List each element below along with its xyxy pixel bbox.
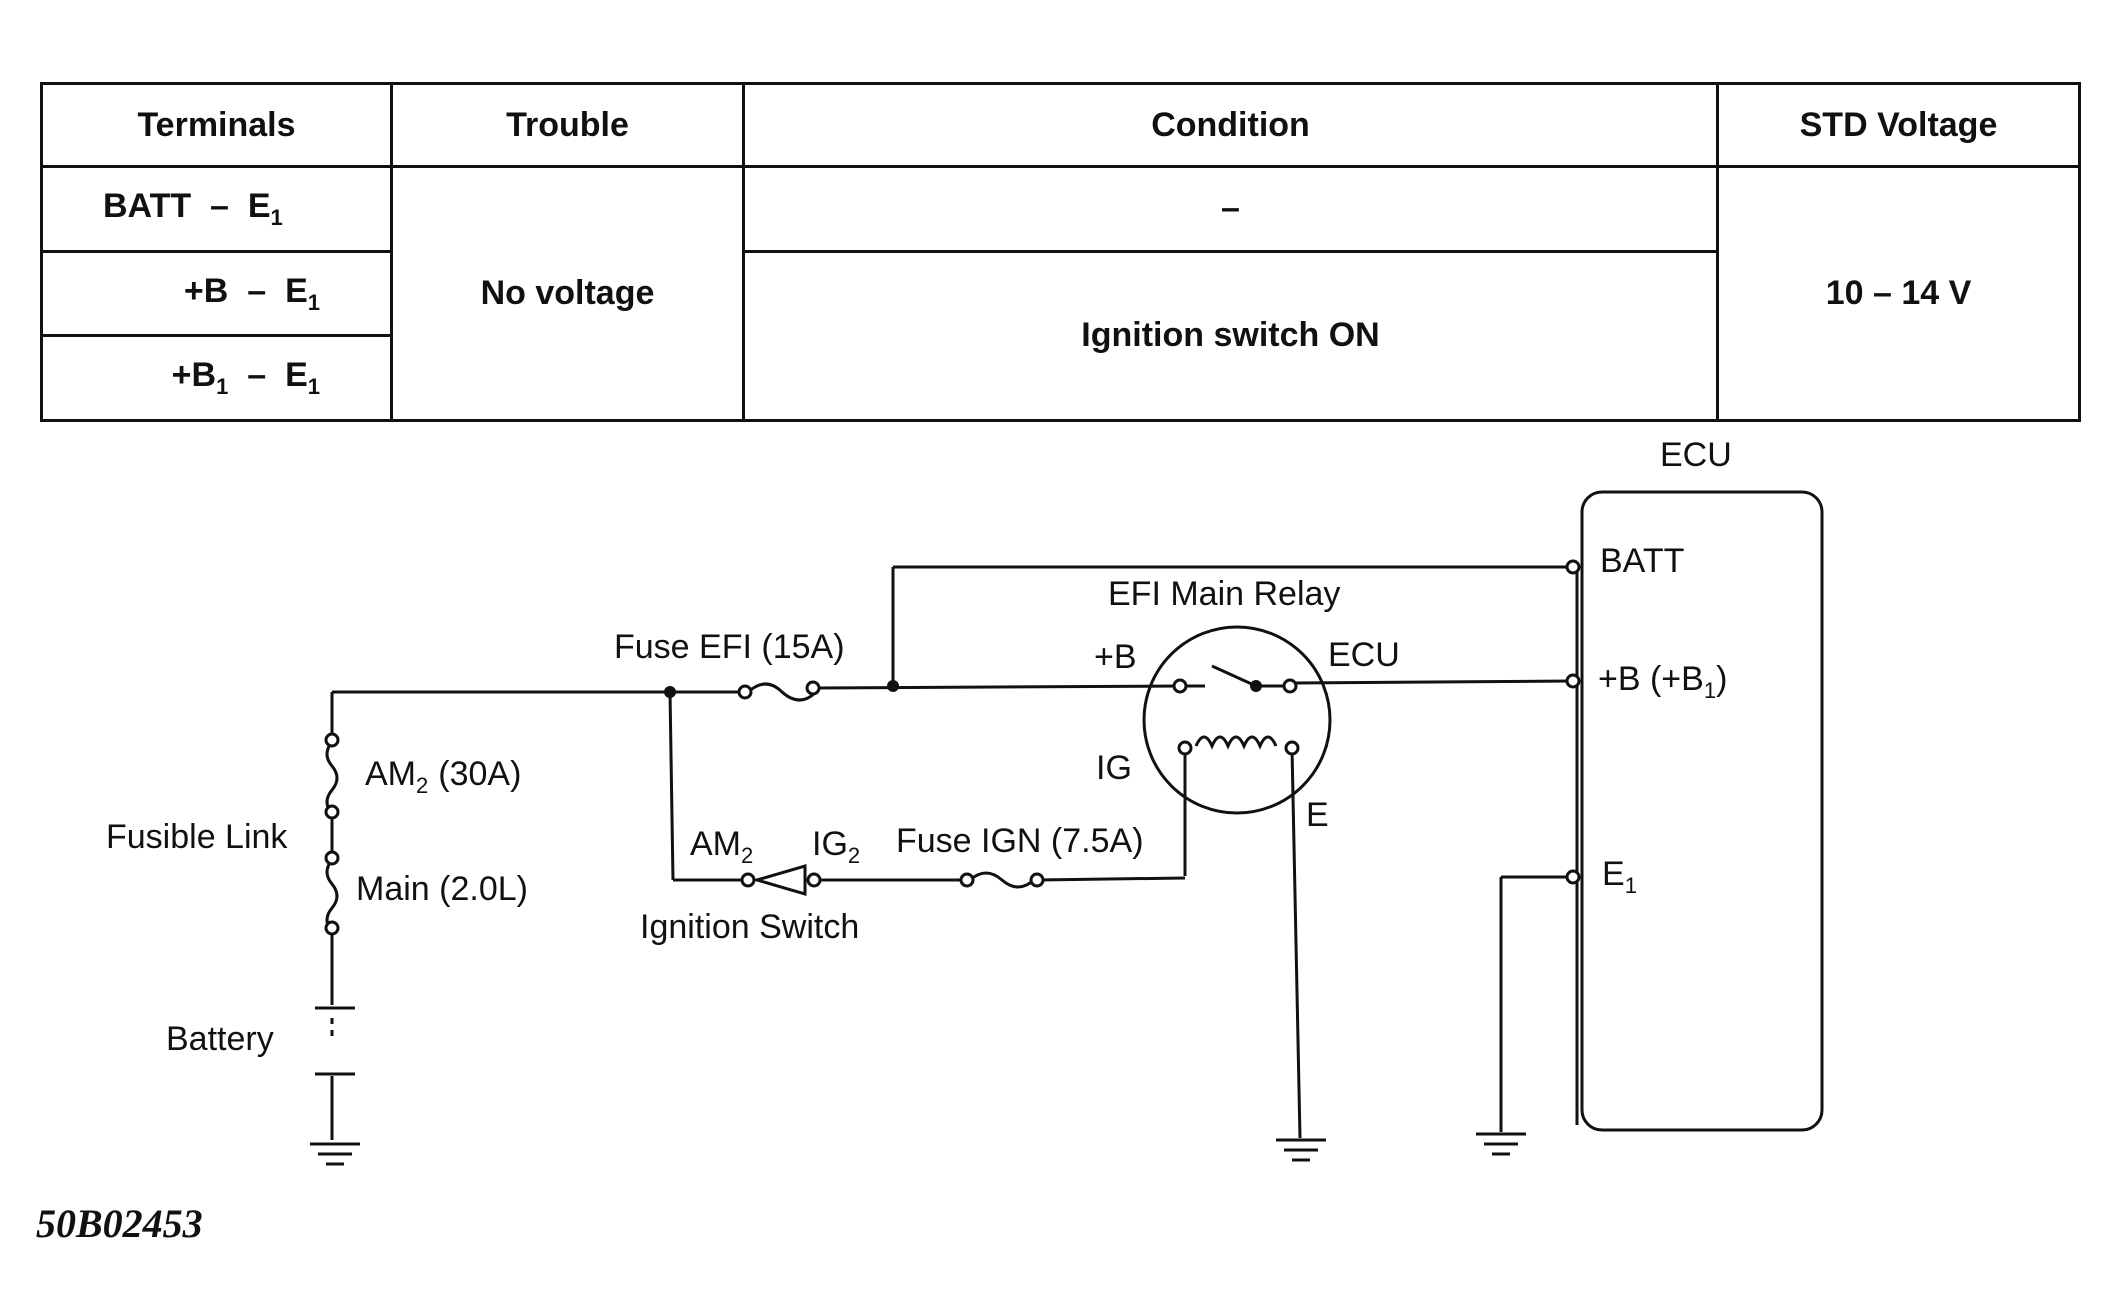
- relay-ig-label: IG: [1096, 749, 1132, 787]
- relay-switch-arm: [1211, 664, 1257, 688]
- condition-cell: –: [742, 165, 1719, 253]
- std-voltage-cell: 10 – 14 V: [1716, 165, 2081, 422]
- relay-e-label: E: [1306, 796, 1329, 834]
- specification-table: Terminals Trouble Condition STD Voltage …: [40, 82, 2081, 423]
- fuse-efi-symbol: [747, 682, 818, 702]
- ecu-batt-label: BATT: [1600, 542, 1684, 580]
- switch-am2-label: AM2: [690, 825, 753, 868]
- terminal-cell: +B1 – E1: [40, 334, 393, 422]
- ignition-switch-symbol: [751, 864, 807, 896]
- terminal-cell: BATT – E1: [40, 165, 393, 253]
- fuse-ign-label: Fuse IGN (7.5A): [896, 822, 1144, 860]
- am2-link-label: AM2(30A): [365, 755, 521, 798]
- ecu-b-label: +B (+B1): [1598, 660, 1727, 703]
- relay-ecu-wire: [1295, 679, 1574, 685]
- table-row: +B – E1 Ignition switch ON: [40, 249, 2080, 423]
- table-row: +B1 – E1: [40, 334, 2080, 422]
- relay-b-label: +B: [1094, 638, 1137, 676]
- trouble-cell: No voltage: [390, 165, 745, 422]
- ecu-title: ECU: [1660, 436, 1732, 474]
- condition-cell: Ignition switch ON: [742, 249, 1719, 423]
- fusible-link-label: Fusible Link: [106, 818, 288, 856]
- am2-fusible-link: [325, 741, 339, 815]
- main-fusible-link: [325, 859, 339, 933]
- terminal-cell: +B – E1: [40, 249, 393, 338]
- fuse-efi-label: Fuse EFI (15A): [614, 628, 845, 666]
- ecu-e1-label: E1: [1602, 855, 1637, 898]
- ecu-ground: [1476, 1132, 1526, 1156]
- relay-title: EFI Main Relay: [1108, 575, 1340, 613]
- ignition-switch-label: Ignition Switch: [640, 908, 859, 946]
- main-link-label: Main (2.0L): [356, 870, 528, 908]
- header-trouble: Trouble: [390, 82, 745, 168]
- ecu-box: [1580, 490, 1824, 1132]
- header-terminals: Terminals: [40, 82, 393, 168]
- relay-ground: [1276, 1138, 1326, 1162]
- battery-label: Battery: [166, 1020, 274, 1058]
- main-wire-mid: [814, 684, 1181, 690]
- relay-circle: [1142, 625, 1332, 815]
- switch-ig2-label: IG2: [812, 825, 860, 868]
- ign-branch-vertical: [668, 691, 675, 881]
- ign-branch-bottom-right: [1037, 876, 1186, 882]
- fuse-ign-symbol: [969, 871, 1035, 889]
- header-std-voltage: STD Voltage: [1716, 82, 2081, 168]
- table-header-row: Terminals Trouble Condition STD Voltage: [40, 82, 2081, 168]
- table-row: BATT – E1 No voltage – 10 – 14 V: [40, 165, 2081, 422]
- e-wire: [1290, 747, 1302, 1139]
- relay-coil: [1194, 735, 1278, 750]
- battery-ground: [310, 1142, 360, 1166]
- header-condition: Condition: [742, 82, 1719, 168]
- relay-ecu-label: ECU: [1328, 636, 1400, 674]
- figure-id: 50B02453: [36, 1201, 203, 1246]
